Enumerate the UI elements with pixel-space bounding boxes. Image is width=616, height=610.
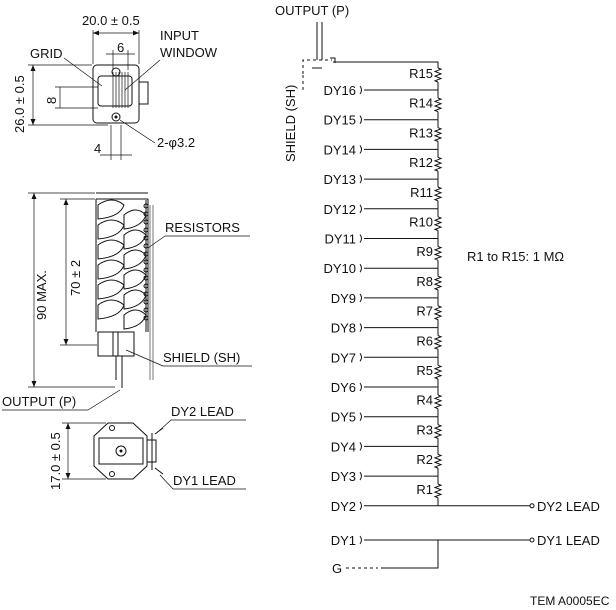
label-resistors: RESISTORS <box>165 220 240 235</box>
drawing-code: TEM A0005EC <box>530 594 610 608</box>
dim-bottom-height: 17.0 ± 0.5 <box>48 432 63 490</box>
dynode-label-dy14: DY14 <box>323 142 356 157</box>
schematic-dy2-lead: DY2 LEAD <box>537 499 600 514</box>
dim-max-length: 90 MAX. <box>34 270 49 320</box>
resistor-label-r7: R7 <box>416 304 433 319</box>
label-output-p: OUTPUT (P) <box>2 394 76 409</box>
resistor-label-r2: R2 <box>416 452 433 467</box>
resistor-r1 <box>433 483 443 499</box>
dynode-pin <box>359 174 362 184</box>
resistor-label-r10: R10 <box>409 215 433 230</box>
dynode-pin <box>359 323 362 332</box>
resistor-label-r4: R4 <box>416 393 433 408</box>
dynode-label-dy3: DY3 <box>331 469 356 484</box>
schematic-shield-label: SHIELD (SH) <box>283 85 298 162</box>
dynode-stack <box>97 199 147 330</box>
label-dy1-lead: DY1 LEAD <box>173 473 236 488</box>
resistor-label-r15: R15 <box>409 66 433 81</box>
dynode-pin <box>359 442 362 451</box>
resistor-r7 <box>433 305 443 321</box>
resistor-r2 <box>433 453 443 469</box>
dim-pin-space: 4 <box>94 141 101 156</box>
side-view: 90 MAX. 70 ± 2 RESISTORS SHIELD (SH) <box>28 192 252 388</box>
dynode-pin <box>359 145 362 154</box>
dynode-pin <box>359 234 362 243</box>
dim-inner: 8 <box>44 97 59 104</box>
schematic-dy1-lead: DY1 LEAD <box>537 533 600 548</box>
resistor-beads <box>143 200 149 332</box>
schematic-ground-label: G <box>332 561 342 576</box>
top-view: 20.0 ± 0.5 6 GRID INPUT WINDOW 26.0 ± 0.… <box>12 13 218 160</box>
dynode-label-dy9: DY9 <box>331 291 356 306</box>
dynode-label-dy8: DY8 <box>331 321 356 336</box>
resistor-r4 <box>433 394 443 410</box>
dim-width-top: 20.0 ± 0.5 <box>82 13 140 28</box>
dynode-label-dy4: DY4 <box>331 439 356 454</box>
dynode-pin <box>359 353 362 362</box>
dynode-label-dy15: DY15 <box>323 113 356 128</box>
dim-body-length: 70 ± 2 <box>68 260 83 296</box>
dynode-pin <box>359 263 362 273</box>
resistor-label-r9: R9 <box>416 244 433 259</box>
label-input-window-1: INPUT <box>160 28 199 43</box>
resistor-r13 <box>433 127 443 142</box>
resistor-label-r3: R3 <box>416 422 433 437</box>
resistor-r10 <box>433 216 443 231</box>
resistor-label-r1: R1 <box>416 482 433 497</box>
dynode-label-dy16: DY16 <box>323 83 356 98</box>
dynode-pin <box>359 115 362 124</box>
resistor-label-r6: R6 <box>416 333 433 348</box>
dynode-label-dy12: DY12 <box>323 202 356 217</box>
resistor-r3 <box>433 424 443 439</box>
dynode-label-dy5: DY5 <box>331 410 356 425</box>
resistor-r6 <box>433 335 443 350</box>
dynode-label-dy6: DY6 <box>331 380 356 395</box>
resistor-r9 <box>433 246 443 261</box>
resistor-label-r13: R13 <box>409 125 433 140</box>
resistor-label-r8: R8 <box>416 274 433 289</box>
dim-holes: 2-φ3.2 <box>157 135 195 150</box>
resistor-r5 <box>433 364 443 380</box>
dynode-pin <box>359 293 362 303</box>
label-dy2-lead: DY2 LEAD <box>171 404 234 419</box>
dynode-pin <box>359 85 362 95</box>
label-input-window-2: WINDOW <box>160 45 218 60</box>
schematic-output-label: OUTPUT (P) <box>275 3 349 18</box>
resistor-label-r11: R11 <box>410 185 433 200</box>
resistor-note: R1 to R15: 1 MΩ <box>467 249 564 264</box>
dynode-label-dy2: DY2 <box>331 499 356 514</box>
input-window-hatch <box>112 72 129 108</box>
resistor-r11 <box>433 186 443 202</box>
resistor-r14 <box>433 97 443 113</box>
resistor-r8 <box>433 275 443 291</box>
resistor-r15 <box>433 67 443 83</box>
dynode-label-dy7: DY7 <box>331 350 356 365</box>
resistor-label-r14: R14 <box>409 96 433 111</box>
dynode-pin <box>359 204 362 214</box>
dim-height-top: 26.0 ± 0.5 <box>12 75 27 133</box>
dynode-label-dy13: DY13 <box>323 172 356 187</box>
divider-chain: R15DY16R14DY15R13DY14R12DY13R11DY12R10DY… <box>323 66 600 548</box>
label-shield: SHIELD (SH) <box>163 350 240 365</box>
dynode-pin <box>359 501 362 511</box>
dynode-pin <box>359 412 362 421</box>
schematic: OUTPUT (P) SHIELD (SH) R15DY16R14DY15R13… <box>275 3 610 608</box>
dynode-label-dy1: DY1 <box>331 533 356 548</box>
dynode-label-dy10: DY10 <box>323 261 356 276</box>
dynode-pin <box>359 382 362 392</box>
resistor-r12 <box>433 156 443 172</box>
label-grid: GRID <box>30 46 63 61</box>
dim-window: 6 <box>117 40 124 55</box>
dynode-pin <box>359 471 362 481</box>
resistor-label-r12: R12 <box>409 155 433 170</box>
dynode-label-dy11: DY11 <box>324 232 356 247</box>
resistor-label-r5: R5 <box>416 363 433 378</box>
bottom-view: OUTPUT (P) 17.0 ± 0.5 DY2 LEAD DY1 LEAD <box>2 389 246 490</box>
